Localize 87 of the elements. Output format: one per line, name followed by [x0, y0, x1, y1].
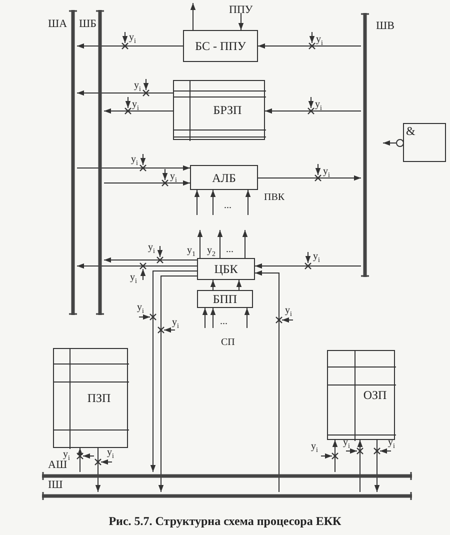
- arrow: [104, 257, 198, 263]
- arrow: [217, 230, 223, 258]
- arrow: [194, 190, 200, 216]
- signal-label: y$_{i}$: [323, 166, 330, 178]
- text-label: ПВК: [264, 192, 285, 204]
- arrow: [264, 108, 362, 114]
- bus-bar: [42, 472, 412, 480]
- signal-label: y$_{i}$: [148, 242, 155, 254]
- bus-label: ШБ: [79, 18, 96, 30]
- unit-label: БРЗП: [213, 103, 242, 117]
- signal-label: y$_{i}$: [313, 251, 320, 263]
- signal-label: y$_{i}$: [131, 154, 138, 166]
- arrow: [254, 263, 362, 269]
- arrow: [258, 43, 362, 49]
- signal-label: y$_{i}$: [63, 449, 70, 461]
- signal-label: y$_{i}$: [316, 34, 323, 46]
- logic-gate-symbol: [396, 123, 446, 162]
- unit-label: БС - ППУ: [195, 39, 246, 53]
- text-label: ...: [220, 316, 228, 328]
- arrow: [210, 190, 216, 216]
- arrow: [76, 263, 198, 269]
- bus-label: АШ: [48, 459, 68, 471]
- signal-label: y$_{i}$: [170, 171, 177, 183]
- arrow: [238, 12, 244, 30]
- text-label: y$_{2}$: [207, 245, 216, 257]
- bus-bar: [96, 10, 104, 315]
- unit-label: ОЗП: [363, 388, 387, 402]
- arrow: [210, 308, 216, 328]
- signal-label: y$_{i}$: [388, 437, 395, 449]
- arrow: [332, 440, 338, 472]
- signal-label: y$_{i}$: [130, 272, 137, 284]
- signal-label: y$_{i}$: [343, 437, 350, 449]
- arrow: [374, 440, 380, 492]
- signal-label: y$_{i}$: [129, 32, 136, 44]
- signal-label: y$_{i}$: [137, 302, 144, 314]
- arrow: [77, 448, 83, 472]
- arrow: [357, 440, 363, 492]
- bus-bar: [42, 492, 412, 500]
- unit-box: [197, 258, 255, 280]
- arrow: [76, 90, 174, 96]
- figure-caption: Рис. 5.7. Структурна схема процесора ЕКК: [108, 514, 342, 528]
- arrow: [76, 165, 190, 171]
- bus-label: ІШ: [48, 479, 63, 491]
- text-label: ...: [226, 244, 234, 256]
- arrow: [236, 280, 242, 290]
- arrow: [242, 230, 248, 258]
- text-label: СП: [221, 337, 235, 349]
- unit-box: [327, 350, 395, 440]
- bus-bar: [69, 10, 77, 315]
- arrow: [158, 276, 198, 492]
- unit-label: ПЗП: [87, 391, 111, 405]
- arrow: [245, 190, 251, 216]
- text-label: ...: [224, 200, 232, 212]
- text-label: y$_{1}$: [187, 245, 196, 257]
- signal-label: y$_{i}$: [134, 80, 141, 92]
- signal-label: y$_{i}$: [132, 99, 139, 111]
- signal-label: y$_{i}$: [285, 305, 292, 317]
- arrow: [104, 108, 174, 114]
- unit-box: [173, 80, 265, 140]
- bus-bar: [361, 13, 369, 277]
- arrow: [104, 180, 190, 186]
- arrow: [190, 2, 196, 30]
- unit-box: [190, 165, 258, 190]
- unit-box: [183, 30, 258, 62]
- arrow: [150, 270, 198, 472]
- signal-label: y$_{i}$: [311, 441, 318, 453]
- arrow: [258, 175, 362, 181]
- arrow: [210, 280, 216, 290]
- arrow: [382, 140, 396, 146]
- arrow: [95, 448, 101, 492]
- bus-label: ШВ: [376, 20, 394, 32]
- arrow: [197, 230, 203, 258]
- unit-label: АЛБ: [212, 170, 236, 184]
- signal-label: y$_{i}$: [107, 447, 114, 459]
- unit-box: [197, 290, 253, 308]
- signal-label: y$_{i}$: [315, 99, 322, 111]
- unit-label: БПП: [212, 292, 238, 306]
- unit-label: ППУ: [229, 4, 253, 16]
- arrow: [76, 43, 184, 49]
- arrow: [202, 308, 208, 328]
- unit-label: ЦБК: [214, 262, 238, 276]
- arrow: [244, 308, 250, 328]
- arrow: [254, 270, 280, 492]
- bus-label: ША: [48, 18, 68, 30]
- signal-label: y$_{i}$: [172, 317, 179, 329]
- unit-box: [53, 348, 128, 448]
- gate-label: &: [406, 124, 416, 138]
